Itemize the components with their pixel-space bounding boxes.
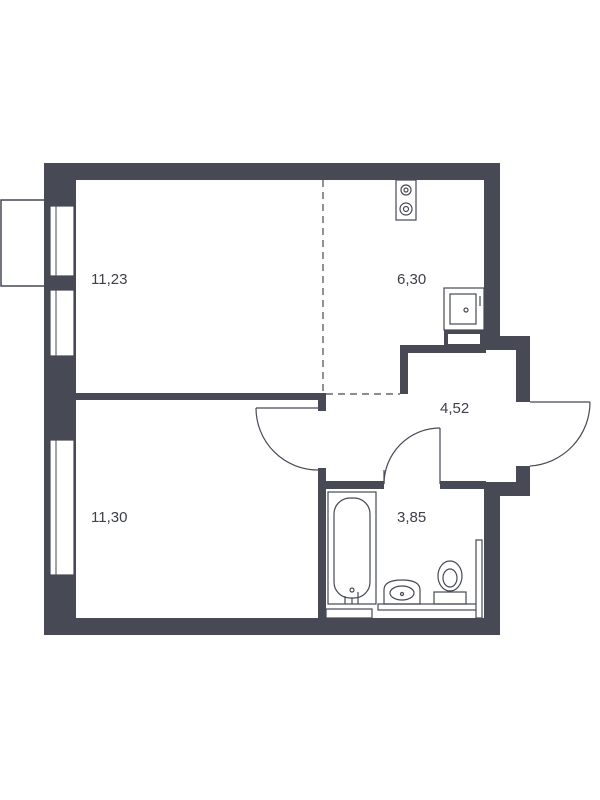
wall-kitchen-hall-horizontal <box>400 345 486 353</box>
wall-bath-pillar <box>318 393 326 411</box>
bathtub-icon <box>327 491 377 605</box>
wall-bottom <box>44 618 500 635</box>
wall-right-upper <box>484 163 500 340</box>
bath-bottom-strip <box>325 608 373 619</box>
area-label-bedroom: 11,23 <box>91 271 127 288</box>
wall-bedroom-living <box>76 393 320 400</box>
kitchen-sink-icon <box>443 287 485 331</box>
area-label-kitchen: 6,30 <box>397 271 426 288</box>
window-3 <box>49 439 75 576</box>
wall-bath-left <box>318 468 326 618</box>
zone-separators <box>322 180 400 395</box>
kitchen-counter-inner <box>448 334 480 344</box>
wall-right-lower <box>484 486 500 635</box>
washbasin-icon <box>383 579 421 605</box>
area-label-bathroom: 3,85 <box>397 509 426 526</box>
wall-bath-top-right <box>440 481 486 489</box>
windows-left <box>49 205 75 576</box>
wall-bath-top-left <box>318 481 384 489</box>
interior-walls <box>76 345 486 618</box>
wall-top <box>44 163 500 180</box>
stove-icon <box>395 179 417 221</box>
toilet-icon <box>433 560 467 605</box>
window-2 <box>49 289 75 357</box>
wall-kitchen-hall-vertical <box>400 348 408 394</box>
wall-right-notch-bottom <box>484 482 530 496</box>
area-label-hall: 4,52 <box>440 400 469 417</box>
balcony <box>0 199 46 287</box>
wall-right-notch-side <box>516 336 530 402</box>
window-1 <box>49 205 75 277</box>
bath-side-panel <box>475 539 483 619</box>
area-label-living: 11,30 <box>91 509 127 526</box>
doors <box>255 401 591 485</box>
bath-bottom-strip-2 <box>377 603 479 611</box>
